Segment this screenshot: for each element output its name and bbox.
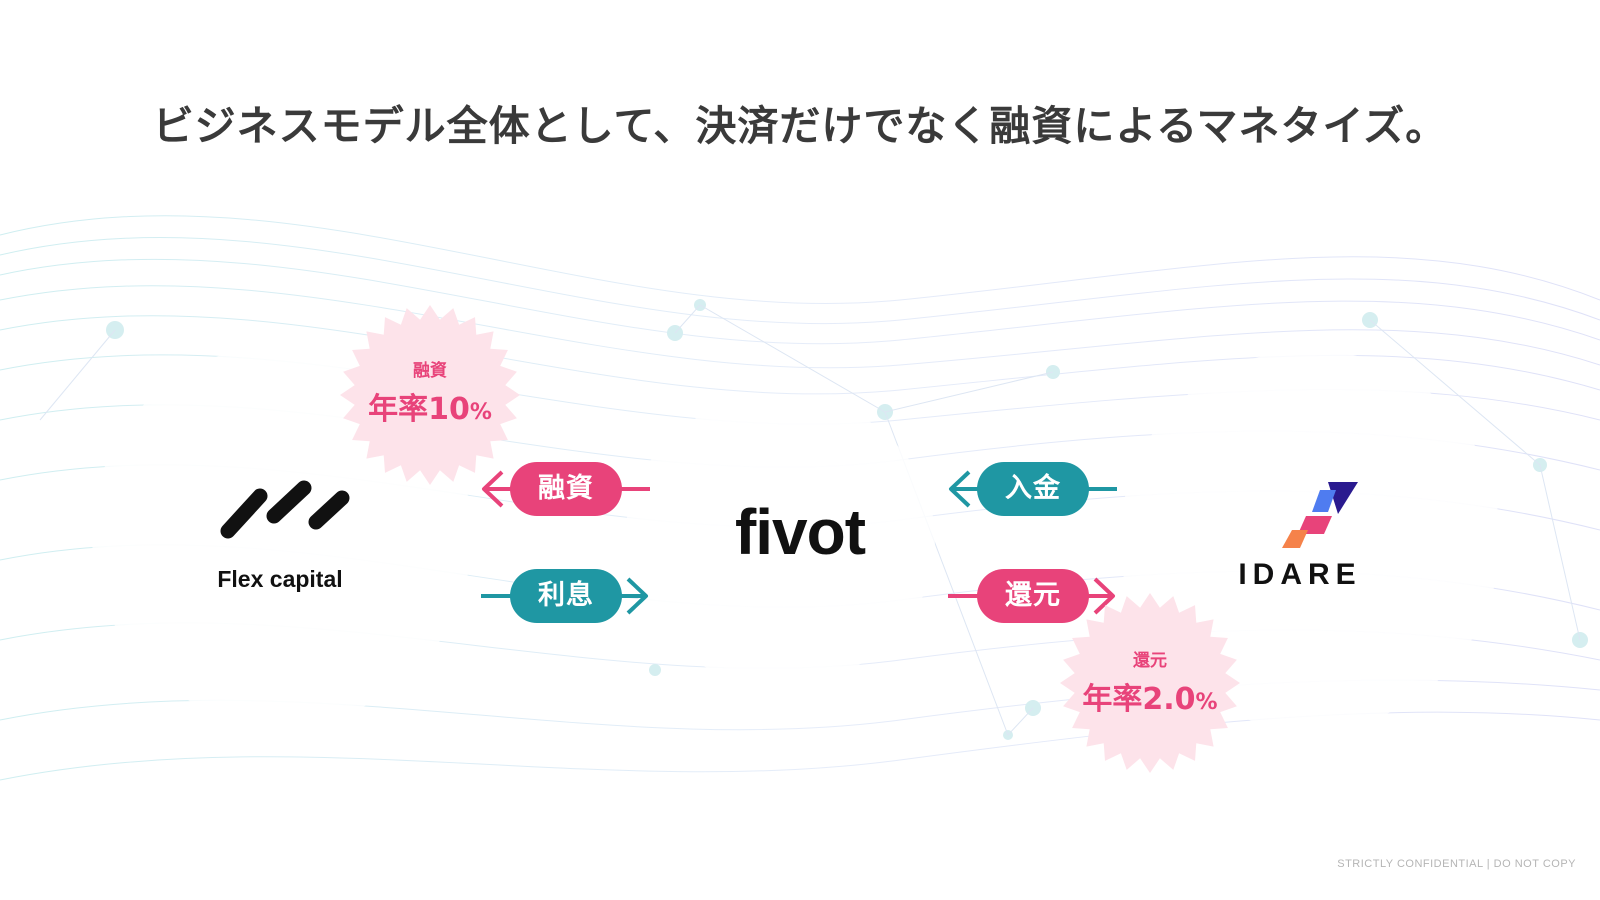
flex-capital-logo-icon — [220, 480, 350, 539]
starburst-icon — [1060, 593, 1240, 773]
starburst-icon — [340, 305, 520, 485]
loan-rate-badge: 融資 年率10% — [335, 300, 525, 490]
deposit-flow-arrow: 入金 — [945, 460, 1120, 520]
idare-name: IDARE — [1238, 558, 1362, 591]
loan-rate-value: 年率10% — [368, 392, 492, 427]
loan-rate-label: 融資 — [413, 361, 447, 381]
return-rate-badge: 還元 年率2.0% — [1055, 588, 1245, 778]
page-title: ビジネスモデル全体として、決済だけでなく融資によるマネタイズ。 — [152, 102, 1448, 150]
loan-label: 融資 — [510, 462, 622, 516]
confidential-footer: STRICTLY CONFIDENTIAL | DO NOT COPY — [1337, 858, 1576, 870]
return-label: 還元 — [977, 569, 1089, 623]
loan-flow-arrow: 融資 — [478, 460, 653, 520]
fivot-logo: fivot — [734, 496, 866, 568]
deposit-label: 入金 — [977, 462, 1089, 516]
return-rate-label: 還元 — [1133, 651, 1167, 671]
interest-label: 利息 — [510, 569, 622, 623]
flex-capital-name: Flex capital — [217, 566, 343, 592]
return-flow-arrow: 還元 — [945, 567, 1120, 627]
fivot-circle — [625, 395, 935, 685]
interest-flow-arrow: 利息 — [478, 567, 653, 627]
return-rate-value: 年率2.0% — [1082, 682, 1218, 717]
idare-logo-icon — [1282, 482, 1358, 548]
